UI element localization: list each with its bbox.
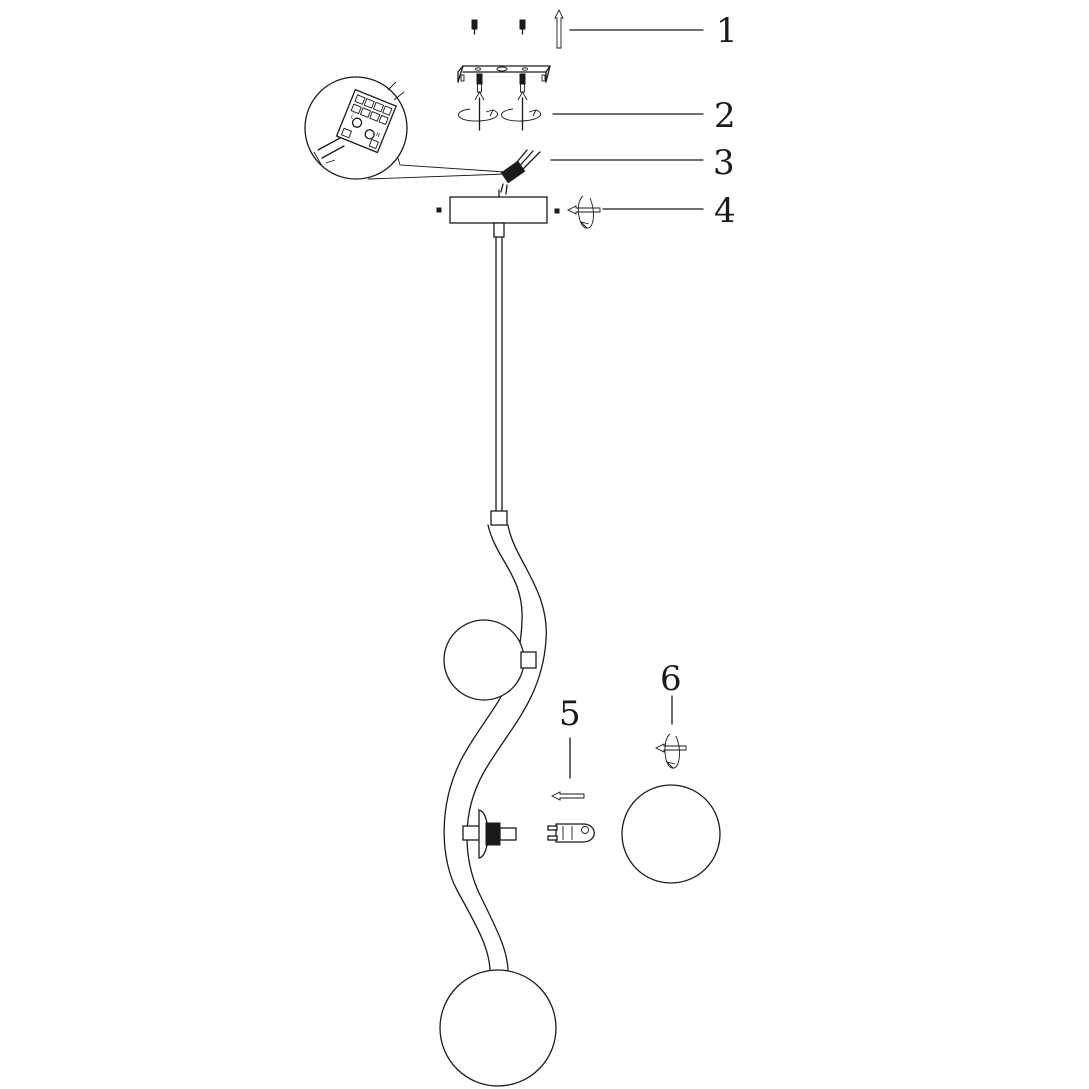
terminal-l-label: L	[350, 114, 355, 121]
left-arrow-icon	[550, 791, 585, 801]
bulb-socket	[462, 809, 517, 859]
step-label-6: 6	[660, 659, 682, 699]
g9-bulb	[547, 823, 595, 843]
screw-icon	[471, 19, 478, 35]
step-label-1: 1	[716, 11, 738, 51]
step-label-2: 2	[714, 96, 736, 136]
wire-connector	[500, 149, 541, 195]
terminal-n-label: N	[375, 132, 381, 139]
globe-upper	[443, 619, 537, 701]
suspension-rod	[493, 222, 505, 512]
left-arrow-icon	[566, 205, 601, 215]
globe-bottom	[439, 969, 557, 1087]
step-label-3: 3	[713, 143, 735, 183]
mounting-bracket	[457, 65, 551, 83]
bracket-screw-right	[517, 73, 528, 131]
rotate-arrow-icon	[458, 108, 498, 122]
rotate-arrow-icon	[664, 733, 680, 769]
rotate-arrow-icon	[501, 108, 541, 122]
rotate-arrow-icon	[577, 195, 594, 229]
ceiling-screws	[471, 19, 526, 35]
left-arrow-icon	[654, 743, 687, 753]
ceiling-canopy	[449, 189, 548, 224]
glass-globe	[621, 784, 721, 884]
step-label-5: 5	[559, 694, 581, 734]
canopy-screw-left	[436, 207, 442, 213]
step-label-4: 4	[714, 191, 736, 231]
wavy-lamp-body	[443, 510, 547, 973]
canopy-screw-right	[554, 208, 560, 214]
screw-icon	[519, 19, 526, 35]
connector-detail-callout: L N	[304, 76, 506, 180]
up-arrow-icon	[554, 8, 564, 49]
bracket-screw-left	[474, 73, 485, 131]
